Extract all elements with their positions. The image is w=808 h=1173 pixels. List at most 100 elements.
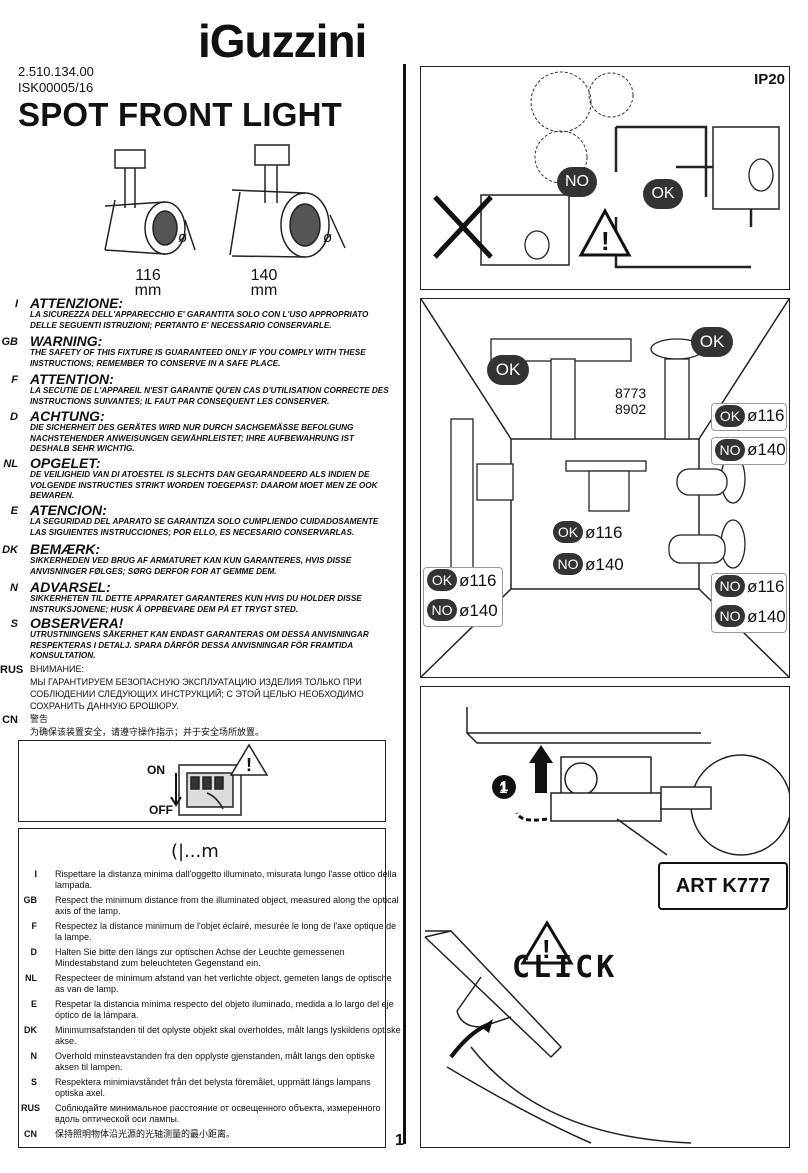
room-perspective-illustration xyxy=(421,299,789,677)
lang-code: DK xyxy=(2,544,18,556)
warning-text: LA SECUTIE DE L'APPAREIL N'EST GARANTIE … xyxy=(30,386,389,406)
lang-code: D xyxy=(30,947,38,957)
lang-code: N xyxy=(10,582,18,594)
warning-it: I ATTENZIONE: LA SICUREZZA DELL'APPARECC… xyxy=(15,295,390,331)
instruction-text: Respect the minimum distance from the il… xyxy=(55,895,399,916)
lang-code: NL xyxy=(25,973,37,983)
lang-code: NL xyxy=(3,458,18,470)
svg-text:ø: ø xyxy=(323,229,332,246)
lang-code: S xyxy=(10,618,18,630)
warning-es: E ATENCION: LA SEGURIDAD DEL APARATO SE … xyxy=(11,502,390,538)
svg-text:!: ! xyxy=(601,226,610,256)
ip-rating: IP20 xyxy=(754,71,785,88)
dimension-116: 116 mm xyxy=(128,267,168,299)
warning-se: S OBSERVERA! UTRUSTNINGENS SÄKERHET KAN … xyxy=(11,615,390,662)
switch-panel-illustration: ! xyxy=(178,743,269,816)
lang-code: N xyxy=(30,1051,38,1061)
warning-heading: BEMÆRK: xyxy=(30,541,100,557)
svg-text:!: ! xyxy=(246,755,252,775)
code-8773: 8773 xyxy=(615,385,647,401)
warning-text: LA SICUREZZA DELL'APPARECCHIO E' GARANTI… xyxy=(30,310,369,330)
page-number: 1 xyxy=(395,1132,404,1149)
distance-symbol: (|...m xyxy=(171,841,219,862)
diameter-label: ø116 xyxy=(747,406,785,425)
warning-de: D ACHTUNG: DIE SICHERHEIT DES GERÄTES WI… xyxy=(10,409,390,455)
installation-room-panel: OK OK 8773 8902 OK ø116 NO ø140 OK ø116 … xyxy=(420,298,790,678)
track-mounting-panel: 1 ! 1 xyxy=(420,686,790,1148)
switch-on-label: ON xyxy=(147,763,165,777)
dimension-value: 140 xyxy=(250,267,278,284)
warning-heading: OPGELET: xyxy=(30,455,101,471)
dimension-value: 116 xyxy=(135,267,161,284)
warning-heading: WARNING: xyxy=(30,333,103,349)
badge-no: NO xyxy=(715,439,745,461)
article-code: ART K777 xyxy=(658,862,788,910)
warning-heading: 警告 xyxy=(30,714,49,724)
warning-fr: F ATTENTION: LA SECUTIE DE L'APPAREIL N'… xyxy=(11,371,390,407)
product-code: 2.510.134.00 xyxy=(18,64,94,79)
power-off-box: ! ON OFF xyxy=(18,740,386,822)
warning-gb: GB WARNING: THE SAFETY OF THIS FIXTURE I… xyxy=(2,333,390,369)
distance-instruction-ru: RUS Соблюдайте минимальное расстояние от… xyxy=(21,1103,401,1124)
instruction-text: Respektera minimiavståndet från det bely… xyxy=(55,1077,371,1098)
distance-instruction-dk: DK Minimumsafstanden til det oplyste obj… xyxy=(24,1025,401,1046)
badge-ok: OK xyxy=(643,179,683,209)
warning-heading: ATTENTION: xyxy=(30,371,114,387)
lang-code: GB xyxy=(1,336,19,348)
dimension-unit: mm xyxy=(250,282,278,299)
lang-code: E xyxy=(10,505,18,517)
switch-off-label: OFF xyxy=(149,803,173,817)
lang-code: E xyxy=(30,999,37,1009)
svg-text:!: ! xyxy=(542,934,551,964)
warning-text: 为确保该装置安全，请遵守操作指示；并于安全场所放置。 xyxy=(30,727,265,737)
ip-rating-panel: ! IP20 NO OK xyxy=(420,66,790,290)
distance-instruction-nl: NL Respecteer de minimum afstand van het… xyxy=(25,973,401,994)
lang-code: D xyxy=(10,411,18,423)
lang-code: RUS xyxy=(0,664,24,676)
lang-code: I xyxy=(14,298,18,310)
dimension-unit: mm xyxy=(134,282,162,299)
svg-text:1: 1 xyxy=(499,780,507,797)
warning-text: UTRUSTNINGENS SÄKERHET KAN ENDAST GARANT… xyxy=(30,630,369,660)
distance-instruction-no: N Overhold minsteavstanden fra den opply… xyxy=(31,1051,401,1072)
svg-text:ø: ø xyxy=(178,229,187,246)
distance-instruction-de: D Halten Sie bitte den längs zur optisch… xyxy=(31,947,401,968)
diameter-label: ø116 xyxy=(459,571,497,590)
instruction-text: Rispettare la distanza minima dall'ogget… xyxy=(55,869,397,890)
instruction-text: Minimumsafstanden til det oplyste objekt… xyxy=(55,1025,401,1046)
warning-nl: NL OPGELET: DE VEILIGHEID VAN DI ATOESTE… xyxy=(3,455,390,502)
lang-code: I xyxy=(34,869,37,879)
lang-code: RUS xyxy=(21,1103,41,1113)
distance-instruction-cn: CN 保持照明物体沿光源的光轴测量的最小距离。 xyxy=(24,1129,401,1140)
warning-heading: ВНИМАНИЕ: xyxy=(30,664,84,674)
indoor-outdoor-illustration: ! xyxy=(433,71,780,269)
warning-text: THE SAFETY OF THIS FIXTURE IS GUARANTEED… xyxy=(30,348,366,368)
diameter-label: ø140 xyxy=(747,440,786,459)
instruction-text: Overhold minsteavstanden fra den opplyst… xyxy=(55,1051,375,1072)
lang-code: CN xyxy=(2,714,18,726)
warning-text: SIKKERHETEN TIL DETTE APPARATET GARANTER… xyxy=(30,594,362,614)
down-arrow-icon xyxy=(170,773,182,807)
warning-heading: ATTENZIONE: xyxy=(30,295,124,311)
badge-no: NO xyxy=(553,553,583,575)
badge-no: NO xyxy=(715,575,745,597)
distance-instruction-gb: GB Respect the minimum distance from the… xyxy=(24,895,401,916)
badge-ok: OK xyxy=(427,569,457,591)
code-8902: 8902 xyxy=(615,401,647,417)
brand-logo: iGuzzini xyxy=(198,15,367,67)
product-illustration: ø ø xyxy=(104,144,346,258)
click-label: CLICK xyxy=(512,950,618,985)
instruction-text: Respecteer de minimum afstand van het ve… xyxy=(55,973,392,994)
lang-code: DK xyxy=(24,1025,37,1035)
warning-cn: CN 警告 为确保该装置安全，请遵守操作指示；并于安全场所放置。 xyxy=(2,712,390,738)
step-number: 1 xyxy=(499,778,509,795)
document-code: ISK00005/16 xyxy=(18,80,94,95)
lang-code: F xyxy=(31,921,38,931)
warning-heading: ATENCION: xyxy=(30,502,107,518)
column-divider xyxy=(403,64,406,1144)
distance-instruction-fr: F Respectez la distance minimum de l'obj… xyxy=(32,921,401,942)
instruction-text: Respectez la distance minimum de l'objet… xyxy=(55,921,397,942)
warning-heading: OBSERVERA! xyxy=(30,615,124,631)
diameter-label: ø140 xyxy=(459,601,498,620)
badge-no: NO xyxy=(557,167,597,197)
